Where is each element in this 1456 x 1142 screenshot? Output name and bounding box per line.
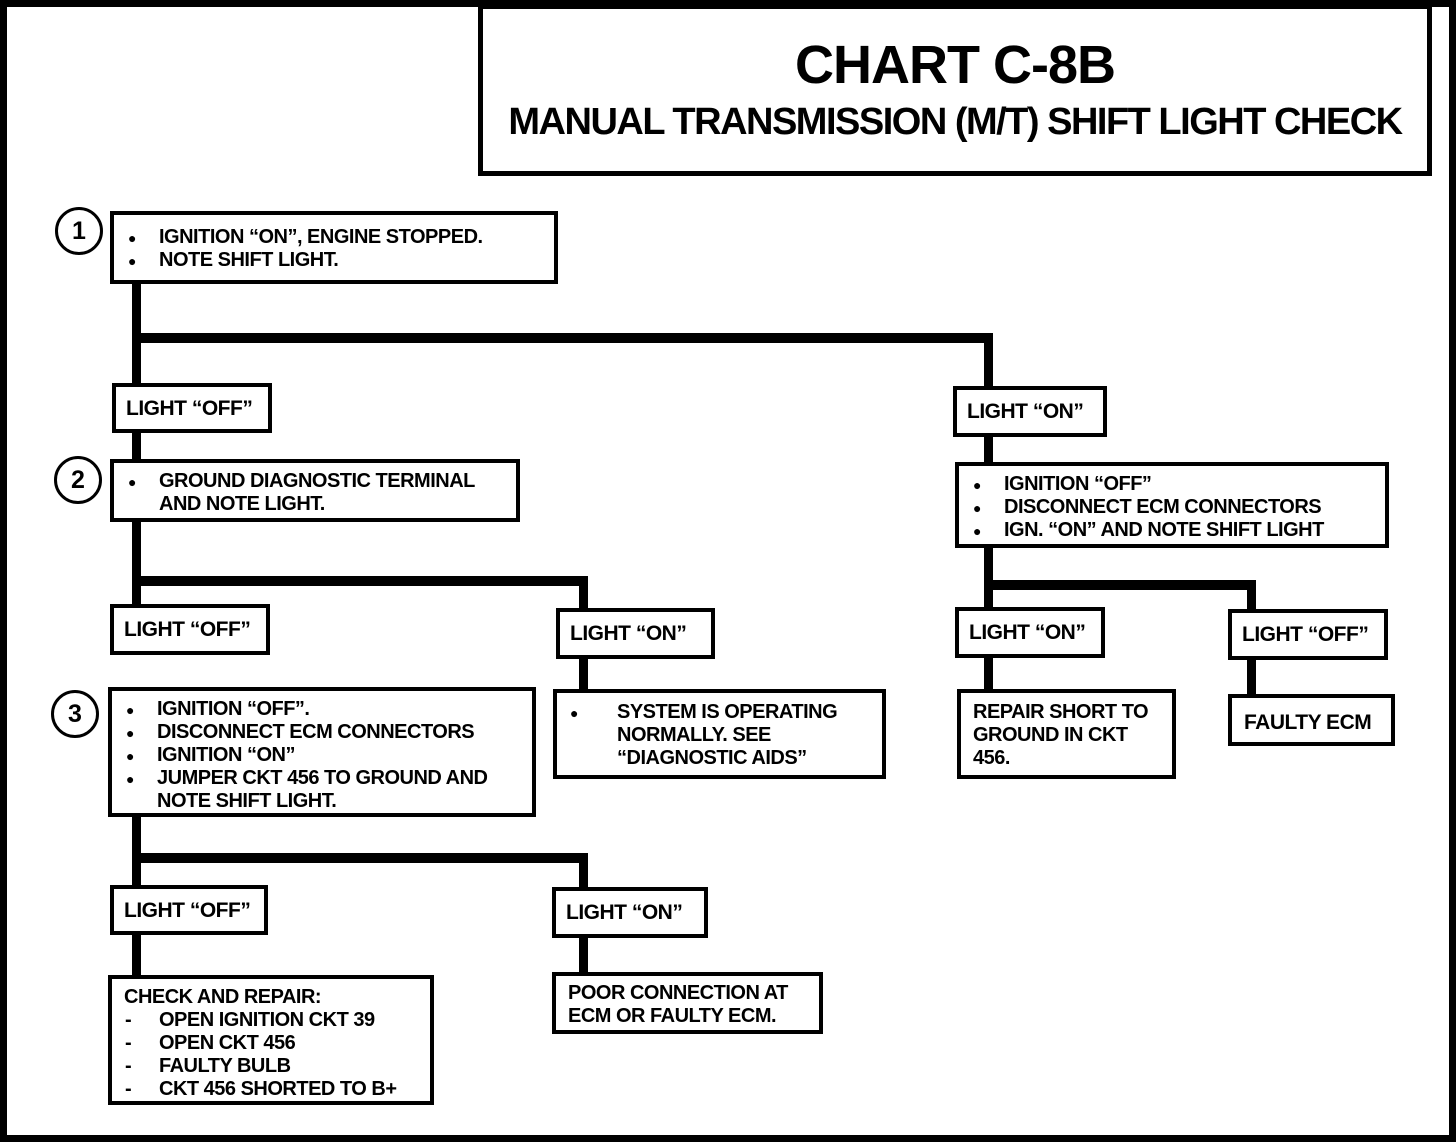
connector-line (132, 853, 588, 863)
chart-title: CHART C-8B (795, 35, 1116, 95)
node-text: FAULTY ECM (1244, 711, 1372, 734)
connector-line (1247, 582, 1256, 611)
step2-box: GROUND DIAGNOSTIC TERMINAL AND NOTE LIGH… (110, 459, 520, 522)
light-on-box-4: LIGHT “ON” (552, 887, 708, 938)
chart-subtitle: MANUAL TRANSMISSION (M/T) SHIFT LIGHT CH… (508, 101, 1403, 143)
connector-line (132, 933, 141, 984)
connector-line (984, 435, 993, 464)
light-state-label: LIGHT “OFF” (124, 898, 251, 922)
connector-line (579, 656, 588, 691)
list-item: OPEN IGNITION CKT 39 (112, 1009, 430, 1032)
bullet-item: IGNITION “OFF”. (112, 698, 532, 722)
bullet-item: JUMPER CKT 456 TO GROUND AND NOTE SHIFT … (112, 767, 532, 813)
connector-line (984, 545, 993, 609)
connector-line (984, 336, 993, 388)
bullet-item: SYSTEM IS OPERATING NORMALLY. SEE “DIAGN… (557, 701, 882, 770)
bullet-item: IGNITION “OFF” (959, 473, 1385, 497)
step1-box: IGNITION “ON”, ENGINE STOPPED. NOTE SHIF… (110, 211, 558, 284)
light-state-label: LIGHT “ON” (969, 621, 1086, 644)
connector-line (132, 520, 141, 608)
light-state-label: LIGHT “OFF” (1242, 623, 1369, 646)
connector-line (132, 815, 141, 887)
list-item: FAULTY BULB (112, 1055, 430, 1078)
list-item: CKT 456 SHORTED TO B+ (112, 1078, 430, 1101)
light-off-box-4: LIGHT “OFF” (110, 885, 268, 935)
light-state-label: LIGHT “OFF” (124, 618, 251, 641)
light-state-label: LIGHT “ON” (570, 622, 687, 645)
ecm-check-box: IGNITION “OFF” DISCONNECT ECM CONNECTORS… (955, 462, 1389, 548)
connector-line (579, 578, 588, 610)
check-repair-box: CHECK AND REPAIR: OPEN IGNITION CKT 39 O… (108, 975, 434, 1105)
list-heading: CHECK AND REPAIR: (124, 986, 322, 1008)
step-number-label: 2 (71, 465, 85, 494)
node-text: POOR CONNECTION AT ECM OR FAULTY ECM. (568, 982, 788, 1027)
connector-line (1247, 658, 1256, 696)
node-text: REPAIR SHORT TO GROUND IN CKT 456. (973, 701, 1149, 769)
light-off-box-3: LIGHT “OFF” (1228, 609, 1388, 660)
connector-line (984, 580, 1256, 590)
bullet-item: IGN. “ON” AND NOTE SHIFT LIGHT (959, 519, 1385, 543)
step3-box: IGNITION “OFF”. DISCONNECT ECM CONNECTOR… (108, 687, 536, 817)
light-off-box-2: LIGHT “OFF” (110, 604, 270, 655)
light-on-box-2: LIGHT “ON” (556, 608, 715, 659)
system-normal-box: SYSTEM IS OPERATING NORMALLY. SEE “DIAGN… (553, 689, 886, 779)
step-number-label: 1 (72, 216, 86, 245)
bullet-item: DISCONNECT ECM CONNECTORS (959, 496, 1385, 520)
faulty-ecm-box: FAULTY ECM (1228, 694, 1395, 746)
light-on-box-3: LIGHT “ON” (955, 607, 1105, 658)
poor-connection-box: POOR CONNECTION AT ECM OR FAULTY ECM. (552, 972, 823, 1034)
light-state-label: LIGHT “ON” (566, 901, 683, 924)
light-state-label: LIGHT “OFF” (126, 396, 253, 420)
connector-line (984, 656, 993, 691)
repair-short-box: REPAIR SHORT TO GROUND IN CKT 456. (957, 689, 1176, 779)
bullet-item: IGNITION “ON” (112, 744, 532, 768)
step-number-2: 2 (54, 456, 102, 504)
step-number-1: 1 (55, 207, 103, 255)
bullet-item: GROUND DIAGNOSTIC TERMINAL AND NOTE LIGH… (114, 470, 516, 516)
connector-line (132, 333, 993, 343)
title-box: CHART C-8B MANUAL TRANSMISSION (M/T) SHI… (478, 4, 1432, 176)
light-state-label: LIGHT “ON” (967, 400, 1084, 423)
list-item: OPEN CKT 456 (112, 1032, 430, 1055)
bullet-item: IGNITION “ON”, ENGINE STOPPED. (114, 226, 554, 250)
step-number-label: 3 (68, 699, 82, 728)
connector-line (579, 936, 588, 974)
connector-line (132, 430, 141, 463)
bullet-item: NOTE SHIFT LIGHT. (114, 249, 554, 273)
connector-line (132, 576, 588, 586)
connector-line (579, 855, 588, 889)
light-off-box-1: LIGHT “OFF” (112, 383, 272, 433)
step-number-3: 3 (51, 690, 99, 738)
bullet-item: DISCONNECT ECM CONNECTORS (112, 721, 532, 745)
light-on-box-1: LIGHT “ON” (953, 386, 1107, 437)
